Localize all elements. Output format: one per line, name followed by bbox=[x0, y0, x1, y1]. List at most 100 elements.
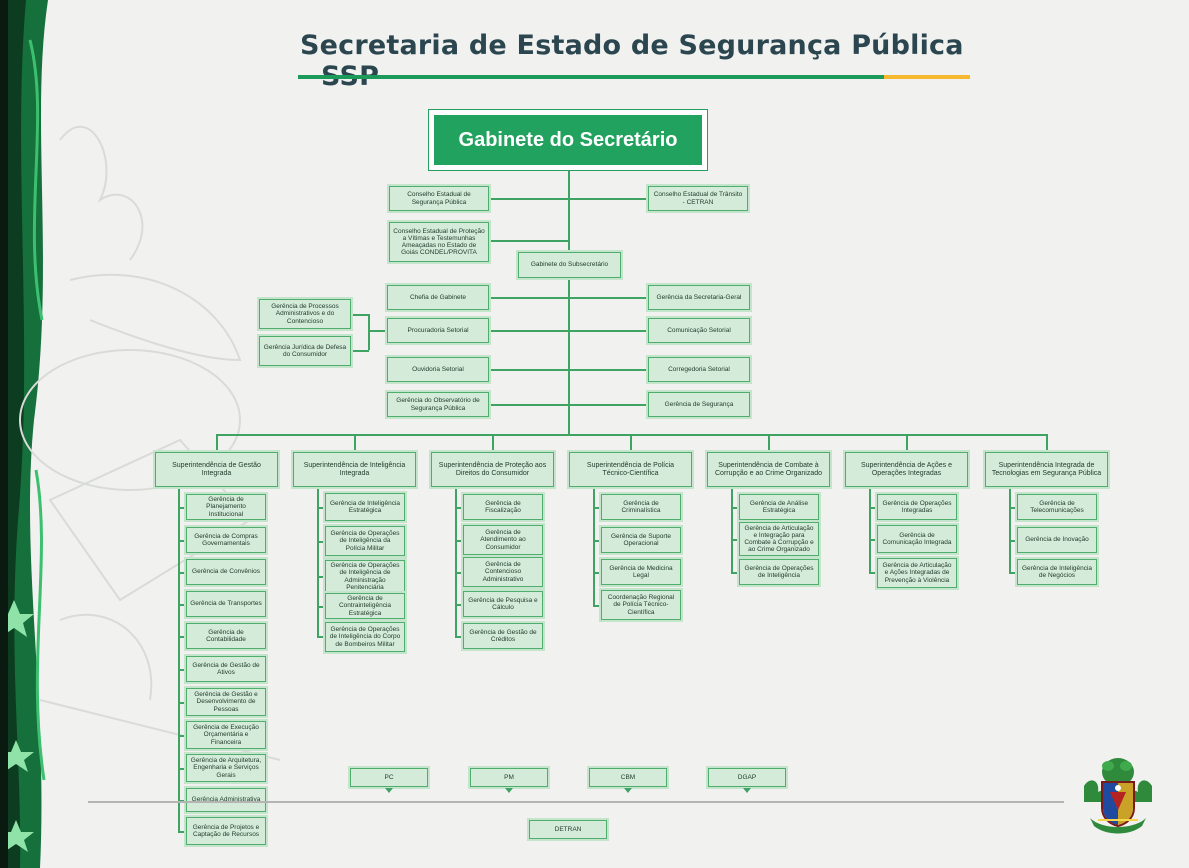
sup-2-child-2[interactable]: Gerência de Operações de Inteligência da… bbox=[325, 526, 405, 556]
sup-5-child-3[interactable]: Gerência de Operações de Inteligência bbox=[739, 559, 819, 585]
sup-7-child-1[interactable]: Gerência de Telecomunicações bbox=[1017, 494, 1097, 520]
goias-coat-of-arms-icon bbox=[1084, 758, 1152, 834]
sup-7-child-2[interactable]: Gerência de Inovação bbox=[1017, 527, 1097, 553]
sup-4-child-2[interactable]: Gerência de Suporte Operacional bbox=[601, 527, 681, 553]
spine-line bbox=[568, 171, 570, 435]
vinculada-pm-box[interactable]: PM bbox=[470, 768, 548, 787]
sup-2-child-5[interactable]: Gerência de Operações de Inteligência do… bbox=[325, 622, 405, 652]
conselho-provita-box[interactable]: Conselho Estadual de Proteção a Vítimas … bbox=[389, 222, 489, 262]
sup-drop-2 bbox=[354, 434, 356, 452]
gabinete-secretario-box[interactable]: Gabinete do Secretário bbox=[434, 115, 702, 165]
sup-drop-3 bbox=[492, 434, 494, 452]
sup-4-child-4[interactable]: Coordenação Regional de Polícia Técnico-… bbox=[601, 590, 681, 620]
sup-1-child-6[interactable]: Gerência de Gestão de Ativos bbox=[186, 656, 266, 682]
sup-6-child-1[interactable]: Gerência de Operações Integradas bbox=[877, 494, 957, 520]
title-underline-yellow bbox=[884, 75, 970, 79]
conselhos-connector bbox=[488, 198, 648, 200]
superintendencias-bus bbox=[216, 434, 1048, 436]
vinculada-pc-box[interactable]: PC bbox=[350, 768, 428, 787]
sup-3-child-1[interactable]: Gerência de Fiscalização bbox=[463, 494, 543, 520]
sup-2-child-link bbox=[317, 507, 325, 509]
sup-1-child-8[interactable]: Gerência de Execução Orçamentária e Fina… bbox=[186, 721, 266, 749]
procuradoria-connector bbox=[368, 330, 386, 332]
left-unit-2[interactable]: Procuradoria Setorial bbox=[387, 318, 489, 343]
sup-1-child-2[interactable]: Gerência de Compras Governamentais bbox=[186, 527, 266, 553]
procuradoria-child-2[interactable]: Gerência Jurídica de Defesa do Consumido… bbox=[259, 336, 351, 366]
superintendencia-1-box[interactable]: Superintendência de Gestão Integrada bbox=[155, 452, 278, 487]
right-unit-4[interactable]: Gerência de Segurança bbox=[648, 392, 750, 417]
sup-drop-6 bbox=[906, 434, 908, 452]
sup-7-child-3[interactable]: Gerência de Inteligência de Negócios bbox=[1017, 559, 1097, 585]
sup-5-child-2[interactable]: Gerência de Articulação e Integração par… bbox=[739, 522, 819, 556]
procuradoria-child-1-link bbox=[351, 314, 369, 316]
sup-6-children-spine bbox=[869, 487, 871, 572]
left-border-stripe bbox=[0, 0, 8, 868]
sup-4-child-link bbox=[593, 507, 601, 509]
left-units-connector-4 bbox=[488, 404, 648, 406]
sup-5-child-1[interactable]: Gerência de Análise Estratégica bbox=[739, 494, 819, 520]
vinculada-cbm-arrow bbox=[624, 788, 632, 793]
vinculada-detran-box[interactable]: DETRAN bbox=[529, 820, 607, 839]
page-title: Secretaria de Estado de Segurança Públic… bbox=[300, 30, 964, 92]
sup-1-child-1[interactable]: Gerência de Planejamento Institucional bbox=[186, 494, 266, 520]
sup-6-child-2[interactable]: Gerência de Comunicação Integrada bbox=[877, 525, 957, 553]
superintendencia-5-box[interactable]: Superintendência de Combate à Corrupção … bbox=[707, 452, 830, 487]
sup-6-child-link bbox=[869, 507, 877, 509]
sup-5-child-link bbox=[731, 507, 739, 509]
sup-4-child-3[interactable]: Gerência de Medicina Legal bbox=[601, 559, 681, 585]
superintendencia-4-box[interactable]: Superintendência de Polícia Técnico-Cien… bbox=[569, 452, 692, 487]
procuradoria-child-1[interactable]: Gerência de Processos Administrativos e … bbox=[259, 299, 351, 329]
sup-4-child-1[interactable]: Gerência de Criminalística bbox=[601, 494, 681, 520]
sup-1-child-link bbox=[178, 540, 186, 542]
right-unit-3[interactable]: Corregedoria Setorial bbox=[648, 357, 750, 382]
sup-3-child-3[interactable]: Gerência de Contencioso Administrativo bbox=[463, 557, 543, 587]
left-unit-1[interactable]: Chefia de Gabinete bbox=[387, 285, 489, 310]
sup-1-child-link bbox=[178, 636, 186, 638]
sup-1-child-9[interactable]: Gerência de Arquitetura, Engenharia e Se… bbox=[186, 754, 266, 782]
sup-1-child-7[interactable]: Gerência de Gestão e Desenvolvimento de … bbox=[186, 688, 266, 716]
sup-3-child-link bbox=[455, 604, 463, 606]
vinculada-dgap-arrow bbox=[743, 788, 751, 793]
sup-3-child-link bbox=[455, 572, 463, 574]
vinculada-pm-arrow bbox=[505, 788, 513, 793]
sup-2-child-link bbox=[317, 606, 325, 608]
sup-1-child-3[interactable]: Gerência de Convênios bbox=[186, 559, 266, 585]
sup-2-child-4[interactable]: Gerência de Contrainteligência Estratégi… bbox=[325, 593, 405, 619]
superintendencia-6-box[interactable]: Superintendência de Ações e Operações In… bbox=[845, 452, 968, 487]
sup-7-child-link bbox=[1009, 572, 1017, 574]
sup-2-child-1[interactable]: Gerência de Inteligência Estratégica bbox=[325, 493, 405, 521]
sup-4-children-spine bbox=[593, 487, 595, 605]
sup-3-children-spine bbox=[455, 487, 457, 637]
conselho-transito-box[interactable]: Conselho Estadual de Trânsito - CETRAN bbox=[648, 186, 748, 211]
sup-6-child-3[interactable]: Gerência de Articulação e Ações Integrad… bbox=[877, 558, 957, 588]
right-unit-1[interactable]: Gerência da Secretaria-Geral bbox=[648, 285, 750, 310]
sup-drop-1 bbox=[216, 434, 218, 452]
sup-3-child-4[interactable]: Gerência de Pesquisa e Cálculo bbox=[463, 591, 543, 617]
sup-3-child-link bbox=[455, 540, 463, 542]
sup-1-child-link bbox=[178, 669, 186, 671]
vinculada-pc-arrow bbox=[385, 788, 393, 793]
sup-4-child-link bbox=[593, 540, 601, 542]
sup-2-children-spine bbox=[317, 487, 319, 637]
vinculada-dgap-box[interactable]: DGAP bbox=[708, 768, 786, 787]
superintendencia-2-box[interactable]: Superintendência de Inteligência Integra… bbox=[293, 452, 416, 487]
sup-6-child-link bbox=[869, 539, 877, 541]
left-units-connector-3 bbox=[488, 369, 648, 371]
left-unit-4[interactable]: Gerência do Observatório de Segurança Pú… bbox=[387, 392, 489, 417]
sup-3-child-2[interactable]: Gerência de Atendimento ao Consumidor bbox=[463, 525, 543, 555]
sup-4-child-link bbox=[593, 605, 601, 607]
sup-1-child-5[interactable]: Gerência de Contabilidade bbox=[186, 623, 266, 649]
superintendencia-3-box[interactable]: Superintendência de Proteção aos Direito… bbox=[431, 452, 554, 487]
superintendencia-7-box[interactable]: Superintendência Integrada de Tecnologia… bbox=[985, 452, 1108, 487]
sup-3-child-5[interactable]: Gerência de Gestão de Créditos bbox=[463, 623, 543, 649]
left-unit-3[interactable]: Ouvidoria Setorial bbox=[387, 357, 489, 382]
right-unit-2[interactable]: Comunicação Setorial bbox=[648, 318, 750, 343]
sup-1-child-4[interactable]: Gerência de Transportes bbox=[186, 591, 266, 617]
conselho-seguranca-box[interactable]: Conselho Estadual de Segurança Pública bbox=[389, 186, 489, 211]
sup-2-child-3[interactable]: Gerência de Operações de Inteligência de… bbox=[325, 560, 405, 593]
sup-7-child-link bbox=[1009, 540, 1017, 542]
vinculada-cbm-box[interactable]: CBM bbox=[589, 768, 667, 787]
subsecretario-box[interactable]: Gabinete do Subsecretário bbox=[518, 252, 621, 278]
sup-1-child-10[interactable]: Gerência Administrativa bbox=[186, 788, 266, 812]
sup-1-child-11[interactable]: Gerência de Projetos e Captação de Recur… bbox=[186, 817, 266, 845]
